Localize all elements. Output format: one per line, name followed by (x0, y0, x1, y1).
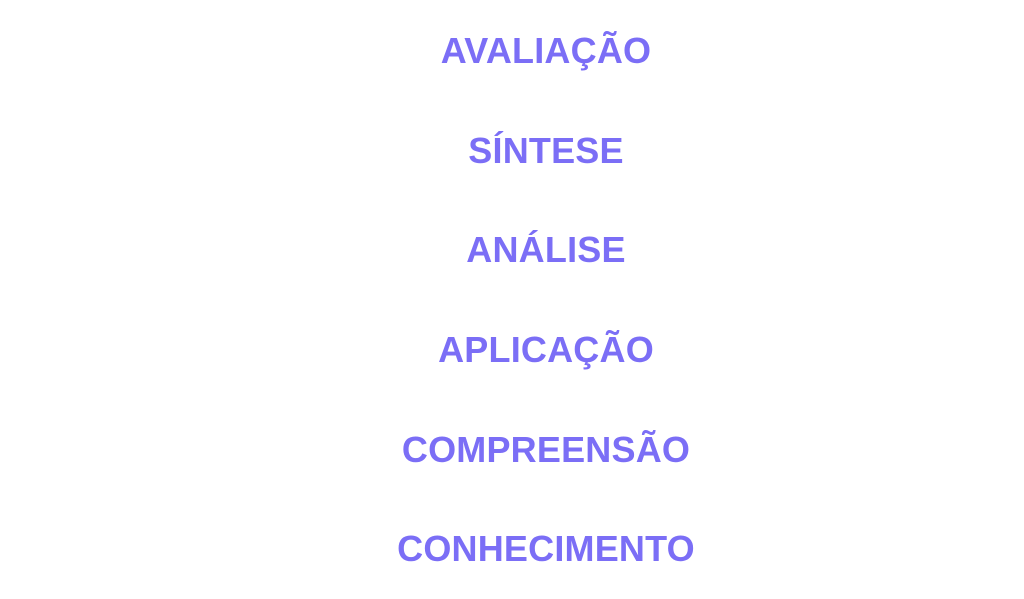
level-analysis: ANÁLISE (466, 229, 626, 270)
level-synthesis: SÍNTESE (468, 130, 624, 171)
level-application: APLICAÇÃO (438, 329, 654, 370)
level-comprehension: COMPREENSÃO (401, 429, 691, 470)
level-knowledge: CONHECIMENTO (397, 528, 695, 569)
level-evaluation: AVALIAÇÃO (440, 30, 652, 71)
